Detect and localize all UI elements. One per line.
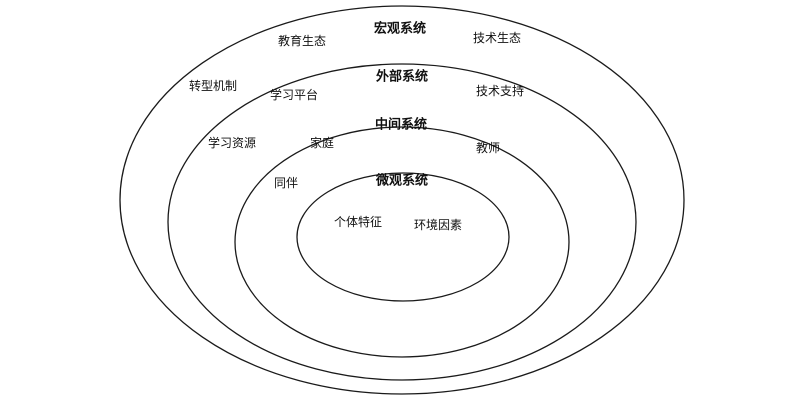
micro-item-individual-traits: 个体特征 — [333, 215, 383, 229]
meso-system-title: 中间系统 — [374, 117, 428, 133]
exo-system-title: 外部系统 — [375, 69, 429, 85]
micro-system-ring — [296, 172, 510, 302]
micro-item-environmental-factors: 环境因素 — [413, 218, 463, 232]
meso-system-ring — [234, 126, 570, 358]
macro-item-education-ecology: 教育生态 — [277, 34, 327, 48]
meso-item-family: 家庭 — [309, 136, 335, 150]
macro-item-tech-ecology: 技术生态 — [472, 31, 522, 45]
exo-item-learning-platform: 学习平台 — [269, 88, 319, 102]
exo-item-tech-support: 技术支持 — [475, 84, 525, 98]
exo-system-ring — [167, 63, 637, 381]
micro-system-title: 微观系统 — [375, 173, 429, 189]
macro-system-ring — [119, 5, 685, 395]
macro-item-transformation-mechanism: 转型机制 — [188, 79, 238, 93]
meso-item-teacher: 教师 — [475, 141, 501, 155]
macro-system-title: 宏观系统 — [373, 21, 427, 37]
meso-item-peer: 同伴 — [273, 176, 299, 190]
exo-item-learning-resources: 学习资源 — [207, 136, 257, 150]
